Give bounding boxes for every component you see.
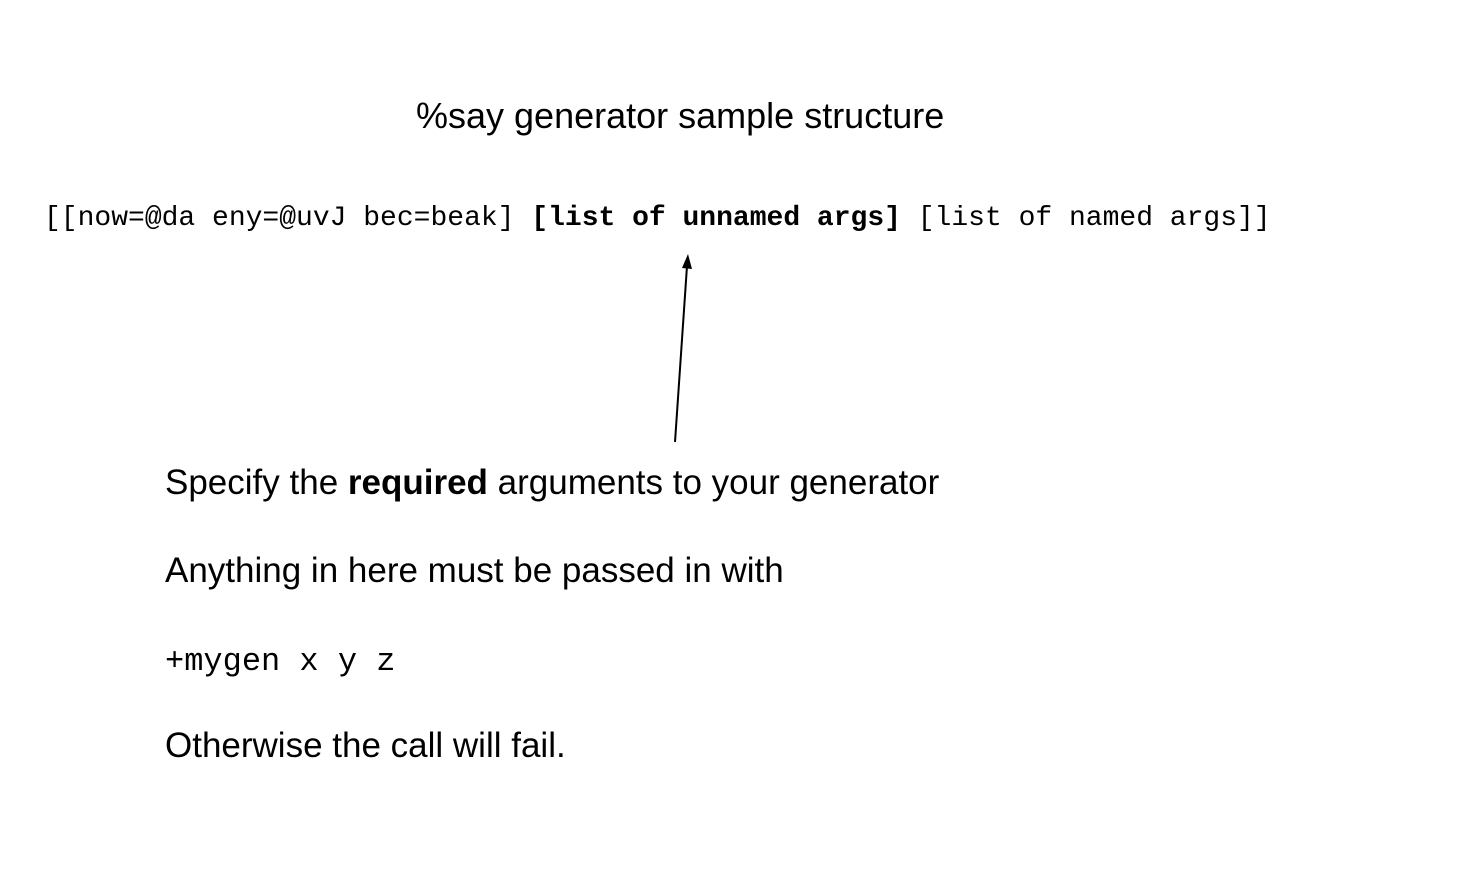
named-args-segment: [list of named args]] (900, 203, 1271, 234)
sample-args-segment: [[now=@da eny=@uvJ bec=beak] (44, 203, 532, 234)
structure-code-line: [[now=@da eny=@uvJ bec=beak] [list of un… (44, 200, 1271, 238)
required-emphasis: required (347, 463, 488, 502)
failure-note: Otherwise the call will fail. (165, 726, 566, 765)
note-text-after: arguments to your generator (487, 463, 940, 502)
note-text-before: Specify the (165, 463, 348, 502)
example-call-code: +mygen x y z (165, 643, 396, 680)
unnamed-args-segment: [list of unnamed args] (531, 203, 901, 234)
arrow-head (682, 254, 692, 269)
slide-title: %say generator sample structure (416, 95, 945, 136)
passed-in-note: Anything in here must be passed in with (165, 551, 784, 590)
required-args-note: Specify the required arguments to your g… (165, 461, 939, 505)
arrow-shaft (674, 265, 688, 443)
